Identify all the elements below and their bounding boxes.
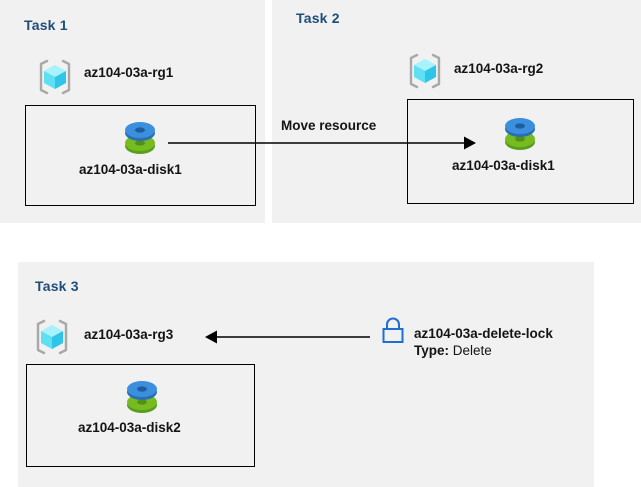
move-resource-arrow: [168, 136, 476, 150]
resource-group-icon: [36, 58, 74, 96]
lock-to-resource-group-arrow: [205, 330, 370, 344]
disk-icon: [500, 112, 540, 154]
disk-label-disk1-task1: az104-03a-disk1: [79, 162, 182, 177]
resource-group-container-1: [25, 105, 256, 206]
lock-type-row: Type: Delete: [414, 343, 492, 358]
disk-label-disk1-task2: az104-03a-disk1: [452, 158, 555, 173]
resource-group-container-2: [407, 99, 634, 204]
lock-type-key: Type:: [414, 343, 450, 358]
task-3-title: Task 3: [35, 278, 79, 294]
resource-group-label-rg2: az104-03a-rg2: [454, 61, 544, 76]
resource-group-label-rg3: az104-03a-rg3: [84, 327, 174, 342]
disk-label-disk2-task3: az104-03a-disk2: [78, 420, 181, 435]
move-resource-label: Move resource: [281, 118, 377, 133]
disk-icon: [122, 375, 162, 417]
resource-group-icon: [406, 52, 444, 90]
task-2-title: Task 2: [296, 10, 340, 26]
lock-name-label: az104-03a-delete-lock: [414, 326, 553, 341]
task-1-title: Task 1: [24, 17, 68, 33]
resource-group-icon: [33, 318, 71, 356]
resource-group-label-rg1: az104-03a-rg1: [84, 65, 174, 80]
disk-icon: [120, 116, 160, 158]
lock-icon: [379, 316, 407, 346]
lock-type-value: Delete: [452, 343, 492, 358]
